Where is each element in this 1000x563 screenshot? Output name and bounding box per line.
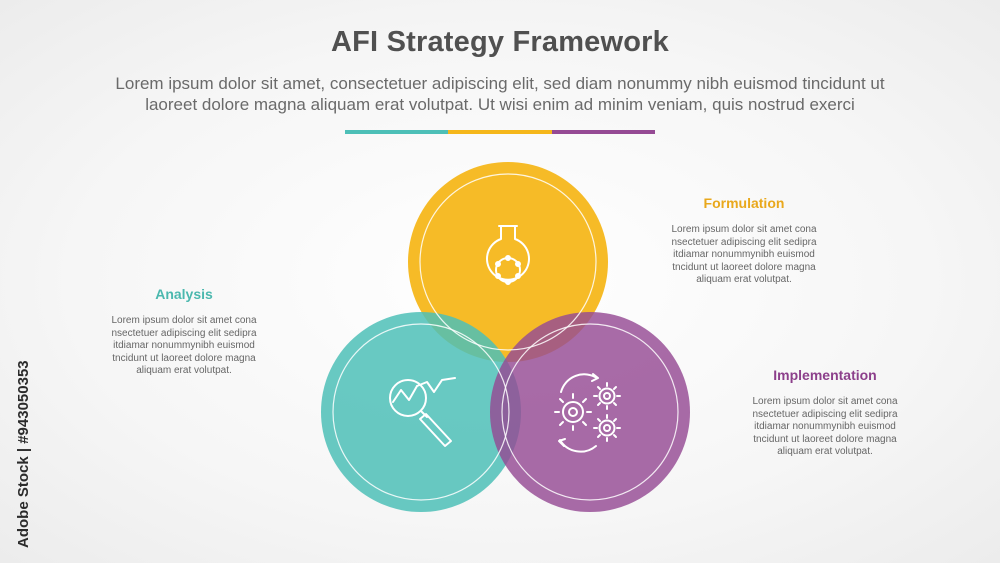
implementation-desc-line: aliquam erat volutpat. bbox=[777, 446, 873, 457]
implementation-label: Implementation bbox=[773, 367, 877, 383]
analysis-description: Lorem ipsum dolor sit amet cona nsectetu… bbox=[89, 315, 279, 378]
formulation-circle bbox=[408, 162, 608, 362]
analysis-desc-line: Lorem ipsum dolor sit amet cona bbox=[111, 315, 257, 326]
formulation-desc-line: itdiamar nonummynibh euismod bbox=[673, 249, 815, 260]
analysis-desc-line: aliquam erat volutpat. bbox=[136, 365, 232, 376]
formulation-description: Lorem ipsum dolor sit amet cona nsectetu… bbox=[649, 224, 839, 287]
side-watermark-text: Adobe Stock | #943050353 bbox=[15, 360, 32, 548]
divider-yellow bbox=[448, 130, 552, 134]
divider-teal bbox=[345, 130, 449, 134]
implementation-desc-line: Lorem ipsum dolor sit amet cona bbox=[752, 396, 898, 407]
formulation-desc-line: nsectetuer adipiscing elit sedipra bbox=[671, 236, 817, 248]
analysis-desc-line: tncidunt ut laoreet dolore magna bbox=[112, 352, 256, 364]
page-subtitle: Lorem ipsum dolor sit amet, consectetuer… bbox=[60, 73, 940, 115]
implementation-desc-line: nsectetuer adipiscing elit sedipra bbox=[752, 408, 898, 420]
implementation-description: Lorem ipsum dolor sit amet cona nsectetu… bbox=[730, 396, 920, 459]
analysis-desc-line: itdiamar nonummynibh euismod bbox=[113, 340, 255, 351]
formulation-desc-line: Lorem ipsum dolor sit amet cona bbox=[671, 224, 817, 235]
subtitle-line-1: Lorem ipsum dolor sit amet, consectetuer… bbox=[115, 74, 885, 93]
formulation-desc-line: aliquam erat volutpat. bbox=[696, 274, 792, 285]
title-divider bbox=[345, 130, 655, 134]
analysis-label: Analysis bbox=[155, 286, 213, 302]
implementation-desc-line: tncidunt ut laoreet dolore magna bbox=[753, 433, 897, 445]
analysis-desc-line: nsectetuer adipiscing elit sedipra bbox=[111, 327, 257, 339]
analysis-ring bbox=[332, 323, 510, 501]
implementation-desc-line: itdiamar nonummynibh euismod bbox=[754, 421, 896, 432]
formulation-label: Formulation bbox=[703, 195, 785, 211]
formulation-desc-line: tncidunt ut laoreet dolore magna bbox=[672, 261, 816, 273]
divider-purple bbox=[551, 130, 655, 134]
implementation-ring bbox=[501, 323, 679, 501]
side-watermark: Adobe Stock | #943050353 bbox=[13, 320, 33, 560]
formulation-ring bbox=[419, 173, 597, 351]
magnifier-chart-icon bbox=[389, 377, 456, 447]
gears-icon bbox=[554, 373, 621, 453]
flask-icon bbox=[486, 225, 530, 285]
subtitle-line-2: laoreet dolore magna aliquam erat volutp… bbox=[145, 95, 855, 114]
page-title: AFI Strategy Framework bbox=[331, 26, 669, 58]
